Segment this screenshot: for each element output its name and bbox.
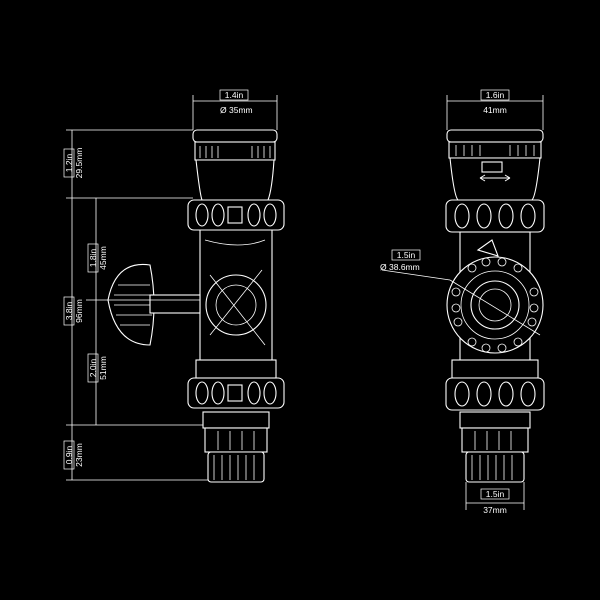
right-bottom-width-in: 1.5in [486, 489, 505, 499]
body-height-mm: 96mm [74, 299, 84, 323]
base-height-dimension: 0.9in 23mm [63, 440, 84, 470]
upper-height-dimension: 1.8in 45mm [87, 243, 108, 273]
upper-height-in: 1.8in [88, 249, 98, 268]
cap-height-in: 1.2in [64, 154, 74, 173]
left-cap [192, 129, 278, 201]
left-top-width-in: 1.4in [225, 90, 244, 100]
right-top-width-mm: 41mm [483, 105, 507, 115]
ring-diameter-in: 1.5in [397, 250, 416, 260]
left-lower-band [187, 359, 285, 409]
ring-diameter-dimension: 1.5in Ø 38.6mm [380, 249, 541, 336]
right-top-width-in: 1.6in [486, 90, 505, 100]
left-side-view: 1.4in Ø 35mm 1.2in 29.5mm [63, 89, 285, 483]
left-mid-body [199, 229, 273, 361]
right-base [459, 411, 531, 483]
left-base [202, 411, 270, 483]
base-height-in: 0.9in [64, 446, 74, 465]
left-top-width-dimension: 1.4in Ø 35mm [192, 89, 278, 130]
cap-height-dimension: 1.2in 29.5mm [63, 148, 84, 179]
body-height-dimension: 3.8in 96mm [63, 296, 84, 326]
right-upper-band [445, 199, 545, 233]
right-ring [446, 256, 544, 354]
ring-diameter-mm: 38.6mm [389, 262, 420, 272]
lower-height-in: 2.0in [88, 359, 98, 378]
lower-height-dimension: 2.0in 51mm [87, 353, 108, 383]
lower-height-mm: 51mm [98, 356, 108, 380]
right-cap [446, 129, 544, 201]
left-vertical-dimensions: 1.2in 29.5mm 3.8in 96mm 1.8in 45mm [63, 129, 208, 481]
upper-height-mm: 45mm [98, 246, 108, 270]
right-bottom-width-mm: 37mm [483, 505, 507, 515]
cap-height-mm: 29.5mm [74, 148, 84, 179]
right-front-view: 1.6in 41mm 1.5in Ø 38.6mm 1.5in 37mm [380, 89, 545, 515]
base-height-mm: 23mm [74, 443, 84, 467]
body-height-in: 3.8in [64, 302, 74, 321]
right-lower-band [445, 359, 545, 411]
left-upper-band [187, 199, 285, 231]
left-top-width-mm: 35mm [229, 105, 253, 115]
right-top-width-dimension: 1.6in 41mm [446, 89, 544, 130]
diameter-symbol: Ø [220, 105, 227, 115]
right-bottom-width-dimension: 1.5in 37mm [465, 482, 525, 515]
ring-diameter-symbol: Ø [380, 262, 387, 272]
left-knob [107, 263, 201, 346]
